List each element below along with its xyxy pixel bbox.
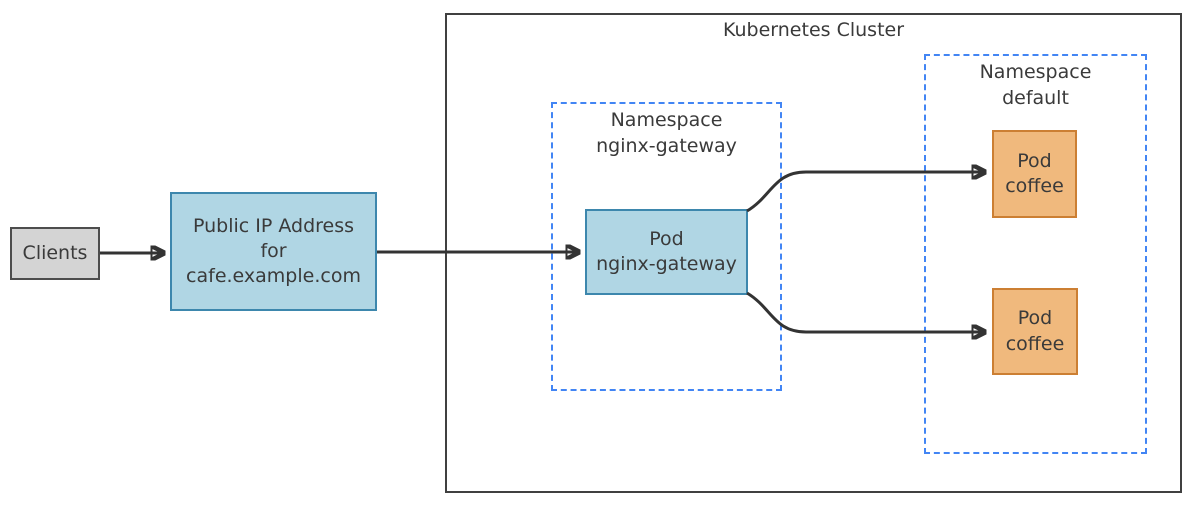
pod-nginx-gateway-label: Pod nginx-gateway [596,227,737,275]
pod-coffee-bottom-box: Pod coffee [992,288,1078,375]
namespace-nginx-gateway-box: Namespace nginx-gateway [551,102,782,391]
public-ip-box: Public IP Address for cafe.example.com [170,192,377,311]
public-ip-label: Public IP Address for cafe.example.com [186,214,361,288]
kubernetes-cluster-box: Kubernetes Cluster Namespace nginx-gatew… [445,13,1182,493]
pod-coffee-bottom-label: Pod coffee [1005,307,1065,355]
namespace-nginx-gateway-label: Namespace nginx-gateway [596,109,737,157]
kubernetes-cluster-title: Kubernetes Cluster [722,19,905,41]
clients-box: Clients [10,227,100,280]
pod-nginx-gateway-box: Pod nginx-gateway [585,209,748,295]
clients-label: Clients [22,241,88,264]
pod-coffee-top-label: Pod coffee [1005,149,1064,197]
namespace-default-box: Namespace default [924,54,1147,454]
namespace-default-label: Namespace default [979,61,1092,109]
pod-coffee-top-box: Pod coffee [992,130,1077,218]
